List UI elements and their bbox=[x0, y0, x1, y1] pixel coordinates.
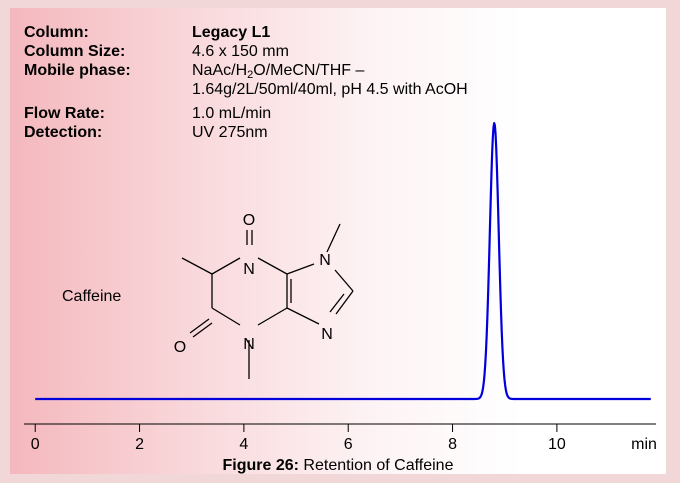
mobile-phase-sub: 2 bbox=[247, 69, 254, 81]
bond bbox=[192, 322, 213, 338]
column-value: Legacy L1 bbox=[192, 24, 271, 41]
bond bbox=[211, 257, 241, 275]
mobile-phase-post: O/MeCN/THF – bbox=[253, 62, 365, 79]
caffeine-structure bbox=[181, 223, 354, 379]
x-tick-label: 4 bbox=[239, 436, 248, 453]
chromatogram-trace bbox=[34, 122, 652, 401]
bond bbox=[326, 223, 341, 253]
x-tick-label: 10 bbox=[548, 436, 566, 453]
figure-caption: Figure 26: Retention of Caffeine bbox=[10, 457, 666, 475]
column-size-value: 4.6 x 150 mm bbox=[192, 43, 289, 60]
atom-label: O bbox=[174, 339, 186, 356]
bond bbox=[189, 318, 210, 334]
mobile-phase-value-line2: 1.64g/2L/50ml/40ml, pH 4.5 with AcOH bbox=[192, 81, 468, 98]
bond bbox=[335, 290, 354, 315]
x-axis-unit: min bbox=[631, 436, 657, 453]
x-tick-label: 8 bbox=[448, 436, 457, 453]
flow-rate-label: Flow Rate: bbox=[24, 105, 105, 122]
x-tick-label: 0 bbox=[31, 436, 40, 453]
bond bbox=[286, 263, 315, 275]
mobile-phase-label: Mobile phase: bbox=[24, 62, 131, 79]
bond bbox=[257, 307, 288, 326]
atom-label: N bbox=[243, 261, 255, 278]
bond bbox=[329, 293, 345, 313]
atom-label: N bbox=[243, 336, 255, 353]
flow-rate-value: 1.0 mL/min bbox=[192, 105, 272, 122]
bond bbox=[334, 269, 354, 292]
bond bbox=[211, 307, 241, 326]
atom-label: N bbox=[319, 252, 331, 269]
atom-label: N bbox=[321, 326, 333, 343]
plot-area: 0 2 4 6 8 10 min bbox=[24, 122, 657, 453]
bond bbox=[257, 257, 288, 275]
x-tick-label: 6 bbox=[344, 436, 353, 453]
figure-number: Figure 26: bbox=[222, 457, 299, 474]
x-tick-label: 2 bbox=[135, 436, 144, 453]
bond bbox=[286, 307, 320, 325]
figure-caption-text: Retention of Caffeine bbox=[298, 457, 454, 474]
detection-label: Detection: bbox=[24, 124, 103, 141]
column-label: Column: bbox=[24, 24, 89, 41]
atom-label: O bbox=[243, 212, 255, 229]
detection-value: UV 275nm bbox=[192, 124, 268, 141]
bond bbox=[181, 257, 213, 275]
mobile-phase-pre: NaAc/H bbox=[192, 62, 248, 79]
column-size-label: Column Size: bbox=[24, 43, 126, 60]
mobile-phase-value: NaAc/H2O/MeCN/THF – bbox=[192, 61, 365, 81]
molecule-name: Caffeine bbox=[62, 288, 121, 305]
chromatogram-chart: O N O N N N Caffeine 0 2 4 6 8 10 min bbox=[24, 122, 657, 453]
